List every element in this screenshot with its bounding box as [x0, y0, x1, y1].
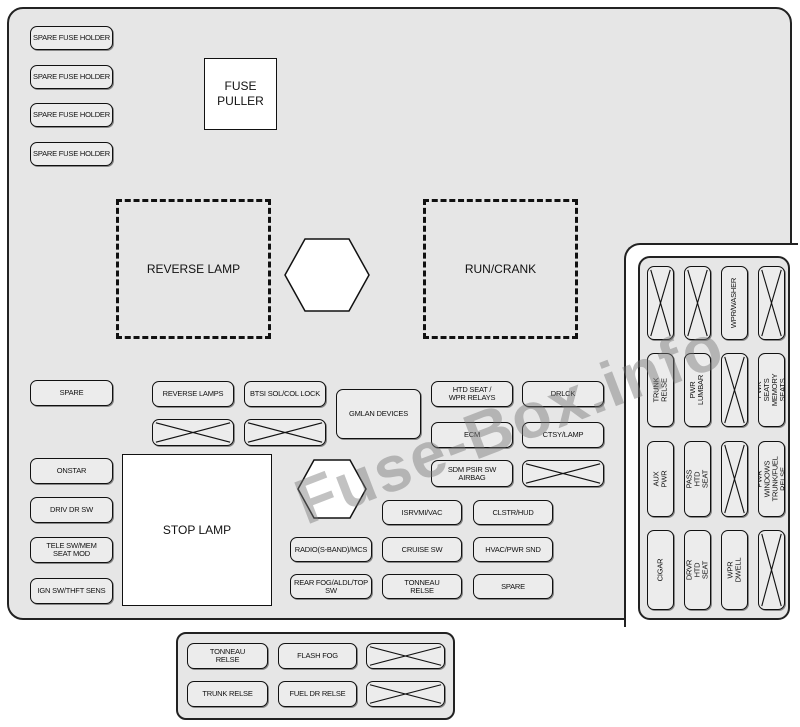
fuse-drlck[interactable]: DRLCK [522, 381, 604, 407]
reverse-lamp-relay[interactable]: REVERSE LAMP [116, 199, 271, 339]
fuse-pwr-seats[interactable]: PWR SEATS MEMORY SEATS [758, 353, 785, 427]
fuse-clstr-hud[interactable]: CLSTR/HUD [473, 500, 553, 525]
fuse-trunk-relse[interactable]: TRUNK RELSE [647, 353, 674, 427]
fuse-ign-sw[interactable]: IGN SW/THFT SENS [30, 578, 113, 604]
spare-fuse-holder-1[interactable]: SPARE FUSE HOLDER [30, 26, 113, 50]
fuse-pwr-windows[interactable]: PWR WINDOWS TRUNK/FUEL RELSE [758, 441, 785, 517]
fuse-puller[interactable]: FUSE PULLER [204, 58, 277, 130]
fuse-bottom-empty-1 [366, 643, 445, 669]
fuse-wpr-dwell[interactable]: WPR DWELL [721, 530, 748, 610]
fuse-right-empty-1 [647, 266, 674, 340]
fuse-spare-right[interactable]: SPARE [473, 574, 553, 599]
fuse-spare-left[interactable]: SPARE [30, 380, 113, 406]
fuse-rear-fog-aldl[interactable]: REAR FOG/ALDL/TOP SW [290, 574, 372, 599]
fuse-reverse-lamps[interactable]: REVERSE LAMPS [152, 381, 234, 407]
fuse-right-empty-6 [758, 530, 785, 610]
spare-fuse-holder-2[interactable]: SPARE FUSE HOLDER [30, 65, 113, 89]
fuse-right-empty-3 [758, 266, 785, 340]
fuse-empty-3 [522, 460, 604, 487]
fuse-tonneau-relse-bottom[interactable]: TONNEAU RELSE [187, 643, 268, 669]
fuse-pass-htd-seat[interactable]: PASS HTD SEAT [684, 441, 711, 517]
fuse-right-empty-5 [721, 441, 748, 517]
fuse-ecm[interactable]: ECM [431, 422, 513, 448]
fuse-driv-dr-sw[interactable]: DRIV DR SW [30, 497, 113, 523]
hexagon-connector-lower [297, 459, 367, 519]
fuse-tele-sw-mem[interactable]: TELE SW/MEM SEAT MOD [30, 537, 113, 563]
fuse-drvr-htd-seat[interactable]: DRVR HTD SEAT [684, 530, 711, 610]
fuse-gmlan-devices[interactable]: GMLAN DEVICES [336, 389, 421, 439]
fuse-right-empty-4 [721, 353, 748, 427]
fuse-cigar[interactable]: CIGAR [647, 530, 674, 610]
fuse-flash-fog[interactable]: FLASH FOG [278, 643, 357, 669]
fuse-radio-sband[interactable]: RADIO(S-BAND)/MCS [290, 537, 372, 562]
fuse-aux-pwr[interactable]: AUX PWR [647, 441, 674, 517]
fuse-onstar[interactable]: ONSTAR [30, 458, 113, 484]
fuse-fuel-dr-relse[interactable]: FUEL DR RELSE [278, 681, 357, 707]
fuse-hvac-pwr-snd[interactable]: HVAC/PWR SND [473, 537, 553, 562]
fuse-sdm-psir[interactable]: SDM PSIR SW AIRBAG [431, 460, 513, 487]
fuse-tonneau-relse[interactable]: TONNEAU RELSE [382, 574, 462, 599]
fuse-empty-2 [244, 419, 326, 446]
fuse-btsi-sol[interactable]: BTSI SOL/COL LOCK [244, 381, 326, 407]
spare-fuse-holder-3[interactable]: SPARE FUSE HOLDER [30, 103, 113, 127]
run-crank-relay[interactable]: RUN/CRANK [423, 199, 578, 339]
fuse-wpr-washer[interactable]: WPR/WASHER [721, 266, 748, 340]
fuse-trunk-relse-bottom[interactable]: TRUNK RELSE [187, 681, 268, 707]
fuse-bottom-empty-2 [366, 681, 445, 707]
fuse-pwr-lumbar[interactable]: PWR LUMBAR [684, 353, 711, 427]
fuse-isrvmi-vac[interactable]: ISRVMI/VAC [382, 500, 462, 525]
hexagon-connector-upper [284, 238, 370, 312]
fuse-right-empty-2 [684, 266, 711, 340]
fuse-empty-1 [152, 419, 234, 446]
stop-lamp-relay[interactable]: STOP LAMP [122, 454, 272, 606]
fuse-htd-seat-wpr[interactable]: HTD SEAT / WPR RELAYS [431, 381, 513, 407]
spare-fuse-holder-4[interactable]: SPARE FUSE HOLDER [30, 142, 113, 166]
fuse-cruise-sw[interactable]: CRUISE SW [382, 537, 462, 562]
fuse-ctsy-lamp[interactable]: CTSY/LAMP [522, 422, 604, 448]
